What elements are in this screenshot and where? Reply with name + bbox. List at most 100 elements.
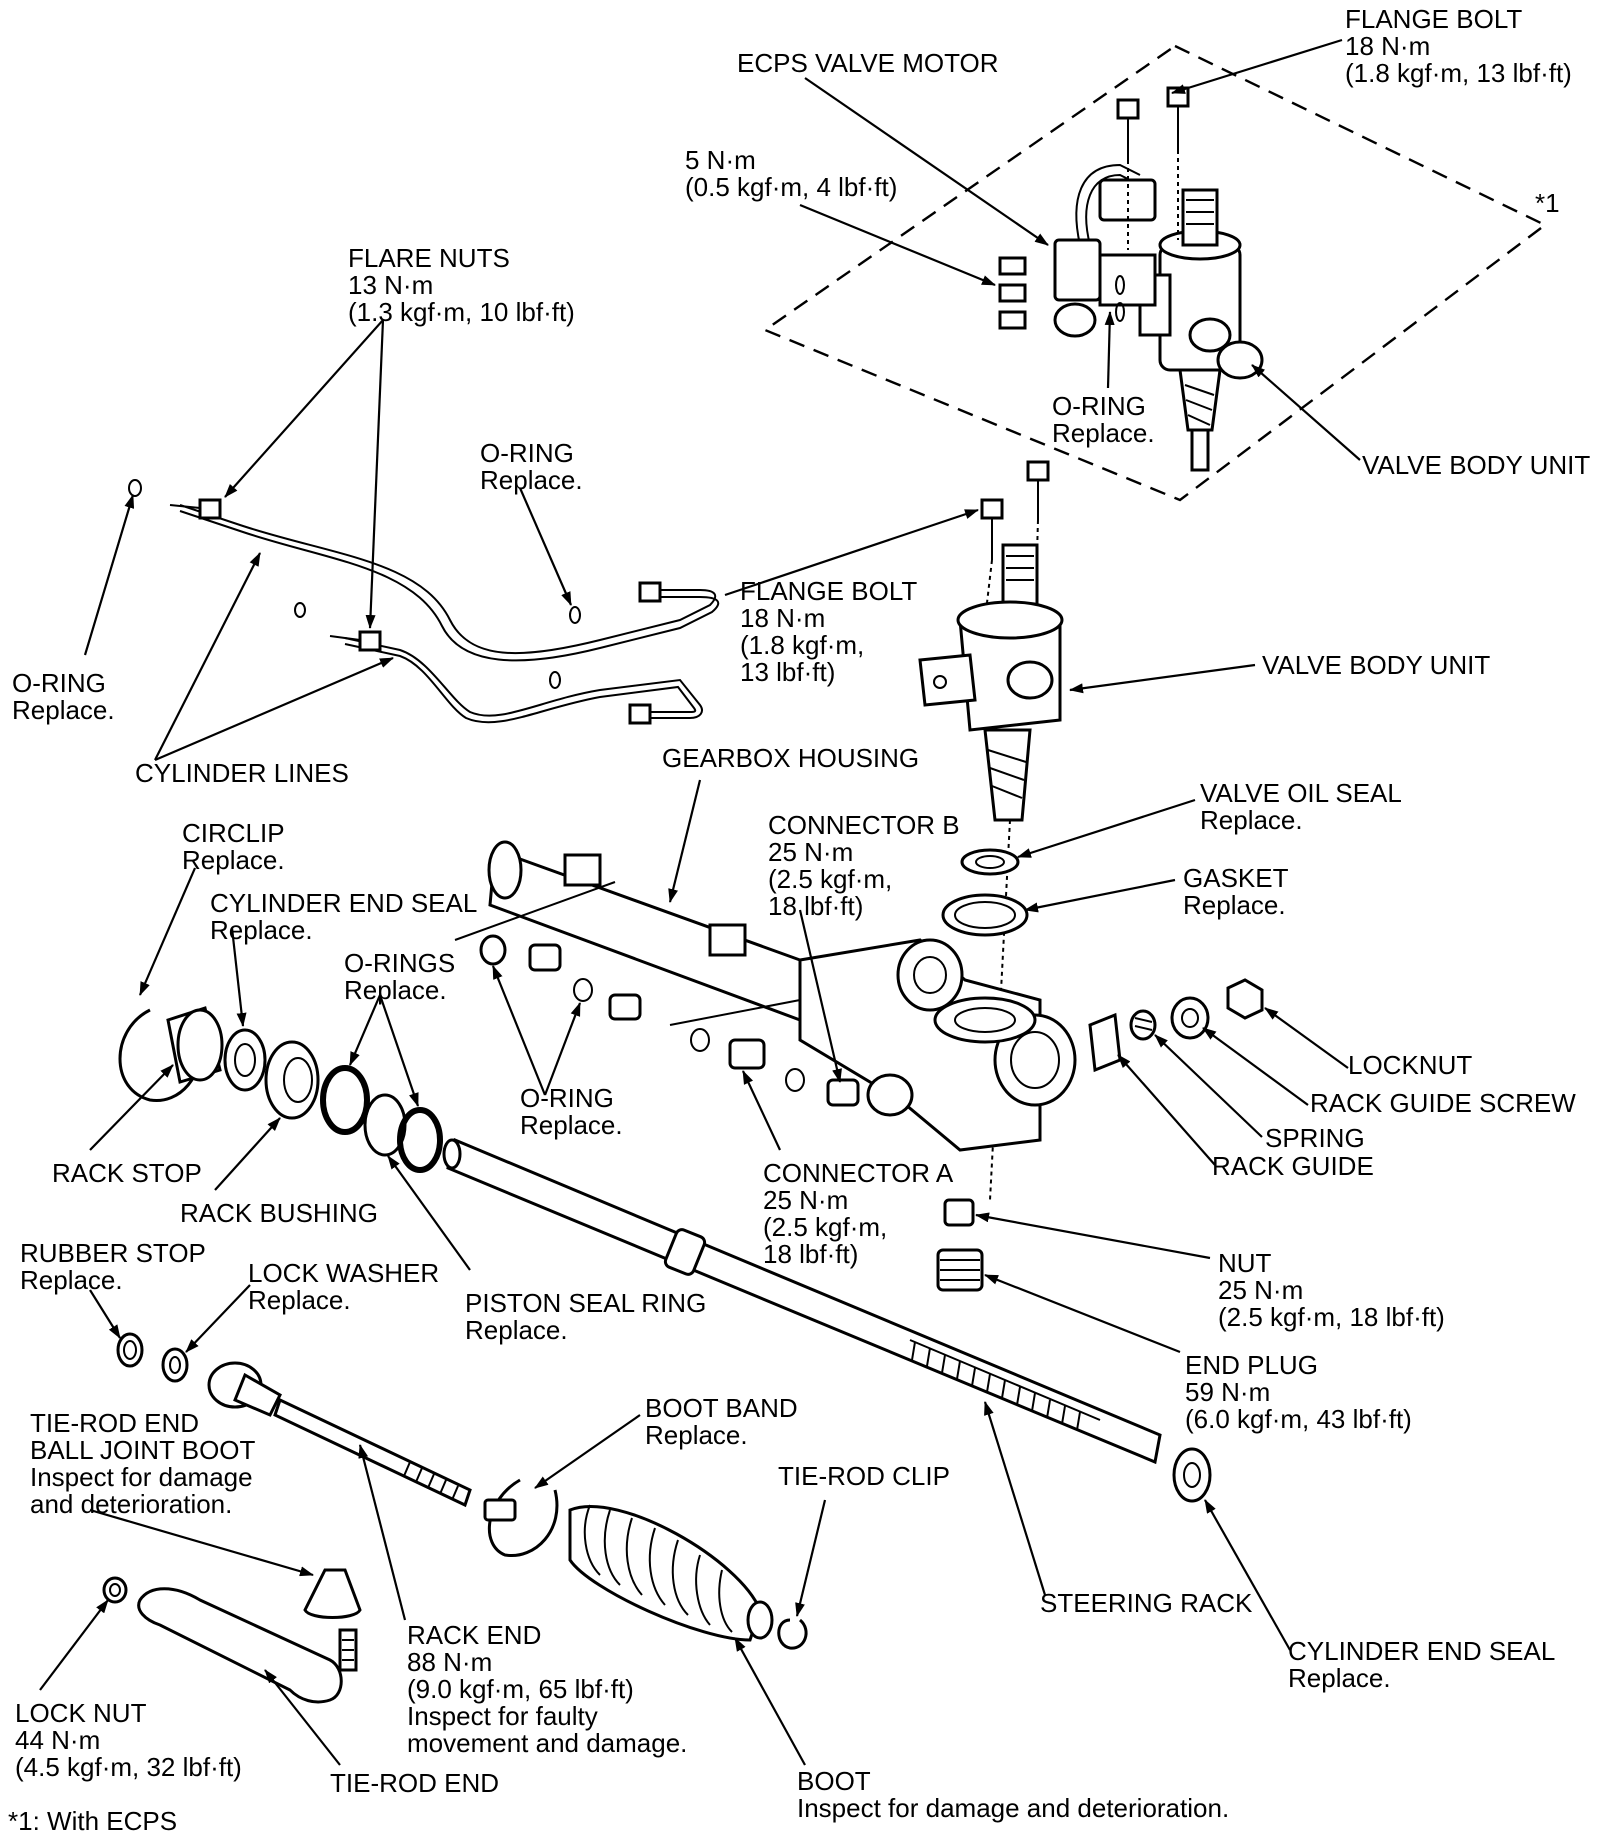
label-gearbox-housing: GEARBOX HOUSING (662, 745, 919, 772)
label-line: CIRCLIP (182, 818, 285, 848)
oring-large-1 (320, 1065, 370, 1135)
label-line: Inspect for damage and deterioration. (797, 1793, 1230, 1823)
label-line: 5 N·m (685, 145, 756, 175)
label-line: TIE-ROD END (330, 1768, 499, 1798)
label-line: FLANGE BOLT (740, 576, 918, 606)
label-line: O-RINGS (344, 948, 456, 978)
label-line: FLANGE BOLT (1345, 4, 1523, 34)
label-line: O-RING (12, 668, 106, 698)
label-line: 13 lbf·ft) (740, 657, 836, 687)
label-locknut: LOCKNUT (1348, 1052, 1472, 1079)
label-line: RACK END (407, 1620, 542, 1650)
label-line: O-RING (520, 1083, 614, 1113)
label-valve-body-unit-mid: VALVE BODY UNIT (1262, 652, 1490, 679)
ecps-valve-body-unit (1138, 188, 1264, 472)
label-line: Replace. (1200, 805, 1303, 835)
label-line: VALVE BODY UNIT (1262, 650, 1491, 680)
rack-bushing (264, 1040, 320, 1120)
label-line: BALL JOINT BOOT (30, 1435, 256, 1465)
label-spring: SPRING (1265, 1125, 1365, 1152)
label-line: Inspect for faulty (407, 1701, 598, 1731)
nut (943, 1198, 975, 1227)
label-line: 18 lbf·ft) (763, 1239, 859, 1269)
label-line: BOOT BAND (645, 1393, 798, 1423)
label-line: STEERING RACK (1040, 1588, 1253, 1618)
label-line: RACK GUIDE SCREW (1310, 1088, 1576, 1118)
label-line: 25 N·m (768, 837, 854, 867)
label-line: Replace. (1052, 418, 1155, 448)
end-plug (936, 1248, 984, 1292)
steering-rack (442, 1137, 1162, 1465)
label-tie-rod-clip: TIE-ROD CLIP (778, 1463, 950, 1490)
label-line: (1.3 kgf·m, 10 lbf·ft) (348, 297, 575, 327)
oring-loose-2 (294, 602, 306, 618)
label-line: VALVE OIL SEAL (1200, 778, 1402, 808)
label-line: *1 (1535, 188, 1560, 218)
label-line: CYLINDER END SEAL (210, 888, 478, 918)
label-line: (2.5 kgf·m, 18 lbf·ft) (1218, 1302, 1445, 1332)
label-line: CONNECTOR B (768, 810, 960, 840)
label-line: 18 lbf·ft) (768, 891, 864, 921)
label-star1: *1 (1535, 190, 1560, 217)
label-line: GEARBOX HOUSING (662, 743, 920, 773)
label-line: (1.8 kgf·m, 13 lbf·ft) (1345, 58, 1572, 88)
label-line: Replace. (20, 1265, 123, 1295)
label-line: (9.0 kgf·m, 65 lbf·ft) (407, 1674, 634, 1704)
label-tie-rod-end: TIE-ROD END (330, 1770, 499, 1797)
label-line: Replace. (210, 915, 313, 945)
label-line: RUBBER STOP (20, 1238, 206, 1268)
label-rack-guide-screw: RACK GUIDE SCREW (1310, 1090, 1576, 1117)
oring-loose-3 (569, 606, 581, 624)
label-line: (2.5 kgf·m, (768, 864, 893, 894)
label-line: 44 N·m (15, 1725, 101, 1755)
label-line: (1.8 kgf·m, (740, 630, 865, 660)
label-rack-bushing: RACK BUSHING (180, 1200, 378, 1227)
label-line: 13 N·m (348, 270, 434, 300)
label-line: CONNECTOR A (763, 1158, 954, 1188)
label-line: 25 N·m (763, 1185, 849, 1215)
label-line: SPRING (1265, 1123, 1365, 1153)
cylinder-lines (169, 498, 720, 725)
label-line: TIE-ROD END (30, 1408, 199, 1438)
gearbox-housing (487, 840, 1077, 1152)
boot (568, 1504, 774, 1642)
oring-loose-4 (549, 671, 561, 689)
label-line: BOOT (797, 1766, 871, 1796)
label-line: Replace. (645, 1420, 748, 1450)
label-line: RACK STOP (52, 1158, 202, 1188)
label-line: TIE-ROD CLIP (778, 1461, 950, 1491)
label-line: 18 N·m (740, 603, 826, 633)
lock-washer (161, 1347, 189, 1383)
label-line: Inspect for damage (30, 1462, 253, 1492)
label-line: (6.0 kgf·m, 43 lbf·ft) (1185, 1404, 1412, 1434)
label-line: CYLINDER END SEAL (1288, 1636, 1556, 1666)
label-line: 18 N·m (1345, 31, 1431, 61)
label-ecps-valve-motor: ECPS VALVE MOTOR (737, 50, 999, 77)
label-line: LOCKNUT (1348, 1050, 1473, 1080)
label-cylinder-lines: CYLINDER LINES (135, 760, 349, 787)
label-line: Replace. (182, 845, 285, 875)
leader-lines (39, 38, 1361, 1766)
connector-b-group (479, 934, 642, 1021)
label-line: VALVE BODY UNIT (1362, 450, 1591, 480)
label-line: (2.5 kgf·m, (763, 1212, 888, 1242)
label-line: (4.5 kgf·m, 32 lbf·ft) (15, 1752, 242, 1782)
label-line: 25 N·m (1218, 1275, 1304, 1305)
label-line: FLARE NUTS (348, 243, 510, 273)
